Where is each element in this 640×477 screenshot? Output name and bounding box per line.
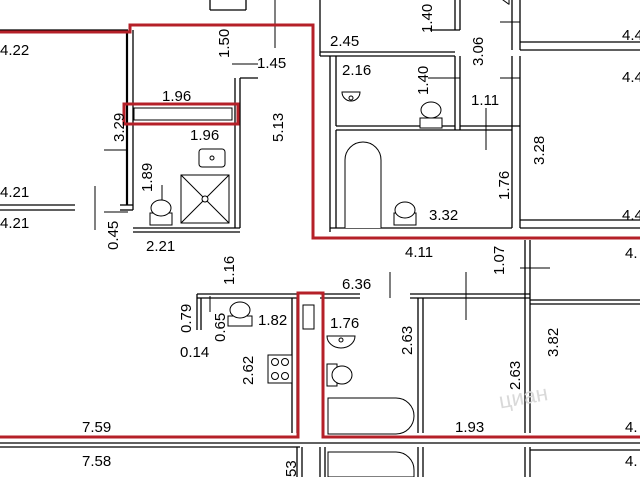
dimension-label: 2.21: [146, 238, 175, 255]
dimension-label: 1.82: [258, 312, 287, 329]
dimension-label: 7.58: [82, 453, 111, 470]
dimension-label: 7.59: [82, 419, 111, 436]
dimension-label: 1.11: [471, 92, 499, 109]
dimension-label: 2.63: [507, 361, 524, 390]
bathtub-icon: [327, 397, 415, 435]
dimension-label: 4.22: [0, 42, 29, 59]
highlighted-vent: [122, 102, 240, 126]
dimension-label: 1.89: [139, 163, 156, 192]
dimension-label: 4.4: [622, 69, 640, 86]
dimension-label: 0.65: [212, 313, 229, 342]
dimension-label: 0.14: [180, 344, 209, 361]
stove-icon: [267, 354, 293, 384]
dimension-label: 1.93: [455, 419, 484, 436]
dimension-label: 53: [283, 460, 300, 477]
dimension-label: 3.29: [111, 113, 128, 142]
dimension-label: 4.: [625, 453, 638, 470]
dimension-ticks: [94, 0, 550, 320]
toilet-icon: [326, 363, 353, 387]
bathtub-icon: [327, 451, 415, 477]
dimension-label: 0.79: [178, 304, 195, 333]
dimension-label: 3.82: [545, 328, 562, 357]
vent-duct: [133, 107, 233, 121]
dimension-label: 1.16: [221, 256, 238, 285]
dimension-label: 4.21: [0, 184, 29, 201]
dimension-label: 1.96: [190, 127, 219, 144]
dimension-label: 4.21: [0, 215, 29, 232]
dimension-label: 4.: [625, 245, 638, 262]
bathtub-icon: [344, 141, 382, 228]
dimension-label: 1.76: [496, 171, 513, 200]
apartment-boundary: [0, 23, 640, 439]
dimension-label: 4.: [499, 0, 516, 5]
dimension-label: 0.45: [105, 221, 122, 250]
dimension-label: 1.07: [491, 246, 508, 275]
dimension-label: 3.28: [531, 136, 548, 165]
dimension-label: 1.76: [330, 315, 359, 332]
shower-tray-icon: [180, 174, 230, 224]
dimension-label: 1.45: [257, 55, 286, 72]
fixtures: [133, 91, 443, 477]
dimension-label: 1.50: [216, 29, 233, 58]
cabinet: [302, 304, 315, 330]
toilet-icon: [227, 301, 253, 327]
dimension-label: 4.4: [622, 207, 640, 224]
dimension-label: 1.40: [415, 66, 432, 95]
dimension-label: 3.06: [470, 37, 487, 66]
toilet-icon: [393, 201, 417, 226]
dimension-label: 5.13: [270, 113, 287, 142]
dimension-label: 4.11: [405, 244, 433, 261]
dimension-label: 1.96: [162, 88, 191, 105]
sink-icon: [198, 148, 226, 168]
dimension-label: 3.32: [429, 207, 458, 224]
dimension-label: 2.62: [240, 356, 257, 385]
dimension-label: 4.4: [622, 27, 640, 44]
dimension-label: 2.63: [399, 326, 416, 355]
dimension-label: 1.40: [419, 4, 436, 33]
dimension-label: 2.16: [342, 62, 371, 79]
sink-icon: [326, 335, 356, 349]
sink-icon: [341, 91, 361, 102]
dimension-label: 6.36: [342, 276, 371, 293]
toilet-icon: [149, 199, 173, 226]
dimension-label: 2.45: [330, 33, 359, 50]
toilet-icon: [419, 101, 443, 129]
dimension-label: 4.: [625, 419, 638, 436]
